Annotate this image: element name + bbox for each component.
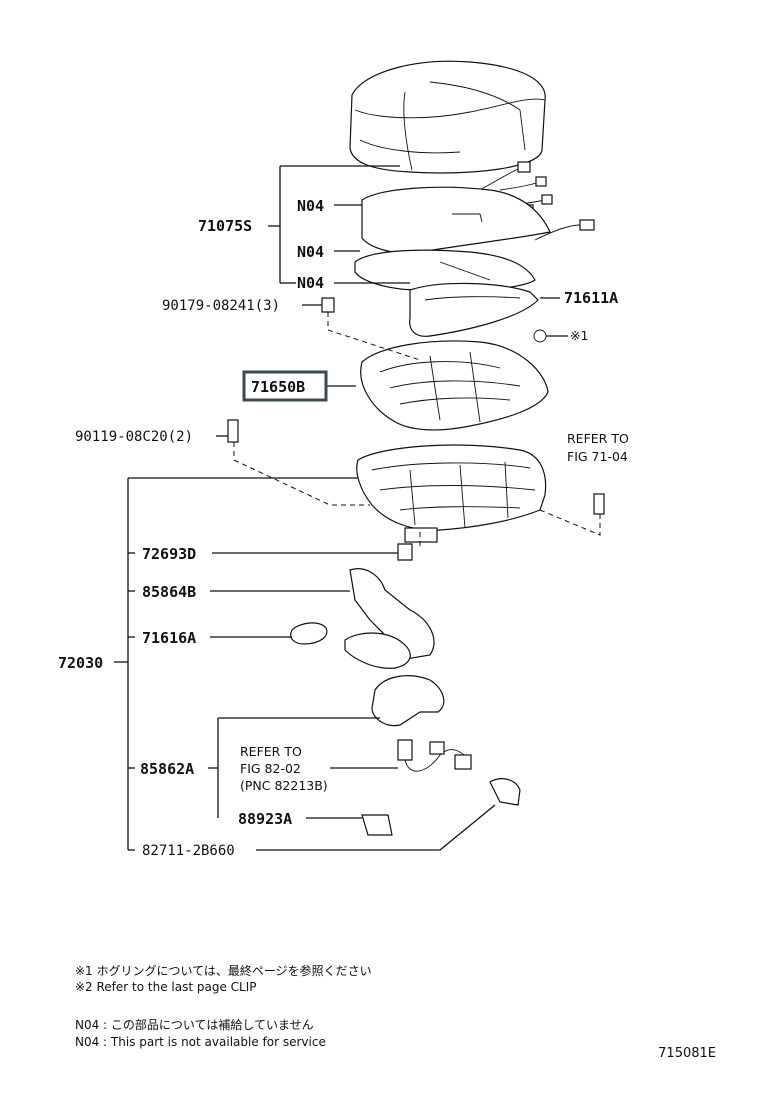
seat-spring-illustration (360, 340, 549, 431)
note-line-4: N04 : This part is not available for ser… (75, 1035, 326, 1049)
callout-72693d[interactable]: 72693D (142, 545, 196, 563)
figure-code: 715081E (658, 1046, 716, 1061)
motor-85862a-illustration (371, 675, 445, 727)
clip-82711-illustration (489, 778, 521, 806)
clip-72693d-illustration (397, 543, 413, 561)
small-parts-illustration (227, 297, 605, 836)
callout-90119[interactable]: 90119-08C20(2) (75, 429, 193, 445)
callout-71075s[interactable]: 71075S (198, 217, 252, 235)
callout-n04-c[interactable]: N04 (297, 274, 324, 292)
note-line-3: N04 : この部品については補給していません (75, 1018, 314, 1032)
callout-71616a[interactable]: 71616A (142, 629, 196, 647)
callout-note-mark-1: ※1 (570, 328, 588, 343)
cover-layers-illustration (354, 186, 551, 292)
callout-82711-2b660[interactable]: 82711-2B660 (142, 843, 235, 859)
callout-n04-b[interactable]: N04 (297, 243, 324, 261)
highlighted-callout-box (242, 370, 328, 402)
callout-71650b[interactable]: 71650B (251, 378, 305, 396)
callout-71611a[interactable]: 71611A (564, 289, 618, 307)
nut-illustration (321, 297, 335, 313)
seat-frame-illustration (356, 444, 547, 543)
wire-end-illustration (344, 632, 411, 669)
callout-90179[interactable]: 90179-08241(3) (162, 298, 280, 314)
refer-fig-8202-line3: (PNC 82213B) (240, 778, 328, 793)
refer-fig-7104-line1: REFER TO (567, 431, 629, 446)
refer-fig-7104-line2[interactable]: FIG 71-04 (567, 449, 628, 464)
note-line-2: ※2 Refer to the last page CLIP (75, 980, 257, 994)
callout-n04-a[interactable]: N04 (297, 197, 324, 215)
callout-88923a[interactable]: 88923A (238, 810, 292, 828)
cushion-71616a-illustration (290, 622, 328, 645)
callout-85864b[interactable]: 85864B (142, 583, 196, 601)
note-line-1: ※1 ホグリングについては、最終ページを参照ください (75, 964, 372, 978)
refer-fig-8202-line1: REFER TO (240, 744, 302, 759)
leader-lines (114, 165, 568, 851)
seat-pad-illustration (409, 282, 539, 337)
bolt-illustration (227, 419, 239, 443)
clamp-88923a-illustration (361, 814, 393, 836)
refer-fig-8202-line2[interactable]: FIG 82-02 (240, 761, 301, 776)
bolt-right-illustration (593, 493, 605, 515)
seat-cover-illustration (349, 60, 546, 174)
callout-85862a[interactable]: 85862A (140, 760, 194, 778)
assembly-dashed-lines (233, 312, 601, 548)
connector-illustration (397, 739, 413, 761)
callout-72030[interactable]: 72030 (58, 654, 103, 672)
